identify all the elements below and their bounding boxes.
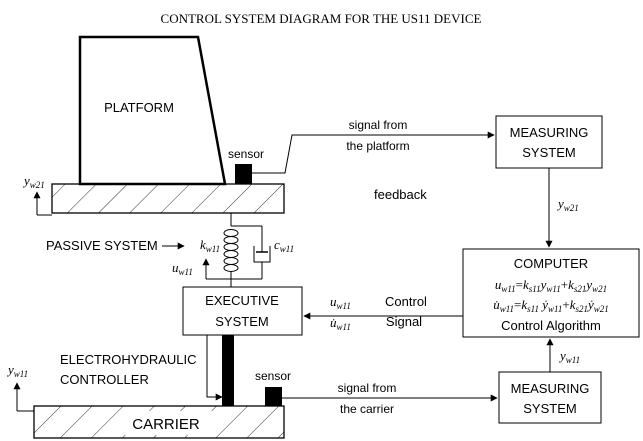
sensor-bottom-label: sensor (255, 369, 291, 383)
measuring-bottom-line1: MEASURING (511, 381, 590, 396)
carrier-label-bg (120, 411, 212, 435)
y-w11-meas-label: yw11 (558, 348, 580, 365)
u-w11-control-label: uw11 (330, 294, 351, 311)
measuring-system-top (495, 115, 603, 169)
svg-text:u̇w11: u̇w11 (330, 315, 351, 332)
y-w21-label: yw21 (22, 173, 45, 190)
y-w21-feedback-label: yw21 (556, 196, 579, 213)
computer-algo: Control Algorithm (501, 318, 601, 333)
measuring-top-line2: SYSTEM (522, 145, 575, 160)
spring-coil (223, 229, 239, 272)
executive-system-box (182, 286, 303, 336)
controller-feed-line (206, 335, 223, 401)
udot-w11-control-label: u̇w11 (330, 315, 351, 332)
computer-eq1: uw11=ks11yw11+ks21yw21 (495, 277, 607, 294)
sensor-top-box (235, 164, 252, 184)
executive-line1: EXECUTIVE (205, 293, 279, 308)
svg-text:yw11: yw11 (558, 348, 580, 365)
carrier-label: CARRIER (132, 416, 200, 433)
svg-text:kw11: kw11 (200, 237, 220, 254)
platform-plate (51, 183, 285, 214)
control-signal-line1: Control (385, 294, 427, 309)
damper (253, 226, 271, 279)
signal-carrier-line1: signal from (338, 381, 397, 395)
feedback-label: feedback (374, 187, 427, 202)
svg-text:uw11: uw11 (330, 294, 351, 311)
diagram-title: CONTROL SYSTEM DIAGRAM FOR THE US11 DEVI… (161, 11, 482, 26)
control-signal-line2: Signal (386, 314, 422, 329)
svg-text:yw21: yw21 (556, 196, 579, 213)
sensor-top-label: sensor (228, 147, 264, 161)
u-w11-label: uw11 (172, 260, 193, 277)
signal-platform-line (252, 131, 495, 174)
svg-text:yw11: yw11 (6, 362, 28, 379)
measuring-bottom-line2: SYSTEM (523, 401, 576, 416)
passive-system-label: PASSIVE SYSTEM (46, 238, 158, 253)
executive-line2: SYSTEM (215, 314, 268, 329)
signal-carrier-line2: the carrier (340, 402, 394, 416)
sensor-bottom-box (265, 387, 282, 406)
c-w11-label: cw11 (274, 237, 294, 254)
computer-title: COMPUTER (514, 256, 588, 271)
computer-box (462, 248, 640, 338)
measuring-top-line1: MEASURING (510, 125, 589, 140)
svg-text:uw11: uw11 (172, 260, 193, 277)
signal-platform-line1: signal from (349, 118, 408, 132)
measuring-system-bottom (498, 371, 602, 424)
svg-text:cw11: cw11 (274, 237, 294, 254)
signal-platform-line2: the platform (346, 139, 409, 153)
computer-eq2: u̇w11=ks11 ẏw11+ks21ẏw21 (493, 297, 609, 314)
electro-line2: CONTROLLER (60, 372, 149, 387)
y-w11-left-label: yw11 (6, 362, 28, 379)
k-w11-label: kw11 (200, 237, 220, 254)
platform-label: PLATFORM (104, 100, 174, 115)
electro-line1: ELECTROHYDRAULIC (60, 352, 197, 367)
svg-text:yw21: yw21 (22, 173, 45, 190)
hydraulic-column (222, 335, 234, 406)
